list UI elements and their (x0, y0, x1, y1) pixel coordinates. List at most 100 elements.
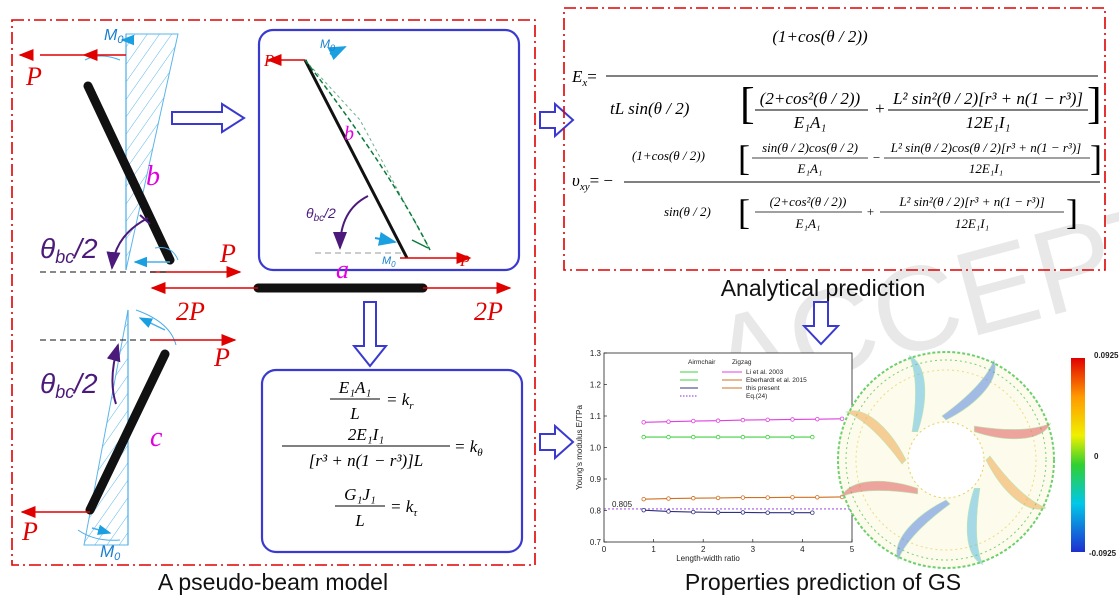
data-point (691, 434, 696, 440)
data-point (691, 509, 696, 515)
svg-text:]: ] (1087, 79, 1102, 128)
y-tick-label: 1.3 (590, 349, 602, 358)
legend-header-zigzag: Zigzag (732, 359, 752, 366)
data-point (666, 419, 671, 424)
inset-force-label-p-right: P (459, 253, 470, 270)
inset-moment-label-top: M0 (320, 37, 335, 53)
nu-num-term2-den: 12E₁I₁ (969, 161, 1003, 176)
nu-den-term1-num: (2+cos²(θ / 2)) (770, 194, 847, 209)
stiffness-eq1-den: L (349, 404, 359, 423)
inset-angle-label: θbc/2 (306, 205, 336, 224)
x-tick-label: 1 (651, 545, 656, 554)
svg-text:+: + (874, 99, 885, 118)
strain-lobe (840, 480, 919, 498)
arrow-to-properties-down (801, 301, 841, 346)
svg-text:[: [ (738, 192, 750, 232)
caption-pseudo-beam-model: A pseudo-beam model (158, 569, 388, 595)
x-tick-label: 2 (701, 545, 706, 554)
svg-text:−: − (872, 150, 881, 165)
data-point (815, 495, 820, 500)
stiffness-eq3-rhs: = kτ (390, 497, 418, 519)
y-tick-label: 0.9 (590, 475, 602, 484)
arrow-to-stiffness (351, 301, 389, 368)
ex-den-term2-den: 12E₁I₁ (966, 113, 1011, 132)
angle-label-top: θbc/2 (40, 233, 98, 267)
data-point (715, 510, 721, 515)
stiffness-eq1-num: E₁A₁ (338, 378, 372, 397)
stiffness-equations: E₁A₁ L = kr 2E₁I₁ [r³ + n(1 − r³)]L = kθ… (282, 378, 483, 530)
data-point (790, 417, 795, 422)
angle-label-bottom: θbc/2 (40, 368, 98, 402)
x-axis-label: Length-width ratio (676, 554, 740, 563)
force-label-p-right-bottom: P (213, 343, 230, 372)
inset-force-label-p-left: P (263, 51, 274, 70)
data-point (740, 495, 746, 500)
strain-lobe (973, 422, 1052, 440)
legend-entry: Eq.(24) (746, 393, 767, 400)
y-tick-label: 0.8 (590, 507, 602, 516)
legend-header-armchair: Airmchair (688, 359, 716, 366)
beam-b (83, 81, 175, 265)
inset-beam-group (266, 46, 472, 264)
stiffness-eq1-rhs: = kr (386, 390, 414, 412)
x-tick-label: 0 (602, 545, 607, 554)
data-point (765, 434, 770, 440)
left-panel-frame (11, 19, 536, 566)
beam-b-group (18, 33, 242, 278)
beam-c (85, 349, 170, 515)
strain-lobe (845, 410, 907, 465)
data-point (810, 510, 815, 515)
data-point (691, 496, 696, 501)
legend-entry: Li et al. 2003 (746, 369, 784, 376)
colorbar-max-label: 0.0925 (1094, 351, 1119, 360)
data-point (666, 496, 671, 501)
data-point (815, 416, 820, 422)
data-point (810, 434, 815, 440)
moment-label-top-left: M0 (104, 27, 124, 46)
data-point (740, 417, 746, 423)
analytical-panel-frame (563, 7, 1106, 271)
moment-label-bottom-left: M0 (100, 542, 121, 563)
strain-lobe (941, 359, 996, 421)
nu-num-term2-num: L² sin(θ / 2)cos(θ / 2)[r³ + n(1 − r³)] (890, 140, 1081, 155)
data-point (715, 495, 721, 501)
beam-c-group (20, 309, 237, 546)
force-label-2p-left: 2P (176, 297, 205, 326)
nu-den-term2-num: L² sin²(θ / 2)[r³ + n(1 − r³)] (898, 194, 1044, 209)
data-point (691, 418, 696, 424)
nu-num-term1-num: sin(θ / 2)cos(θ / 2) (762, 140, 858, 155)
x-tick-label: 5 (850, 545, 855, 554)
data-point (765, 495, 770, 500)
chart-plot-area (603, 352, 853, 543)
data-point (790, 434, 795, 440)
force-label-2p-right: 2P (474, 297, 503, 326)
data-point (790, 510, 795, 515)
data-point (666, 509, 671, 514)
inset-beam-label-b: b (344, 123, 354, 145)
nu-den-term2-den: 12E₁I₁ (955, 216, 989, 231)
beam-label-a: a (336, 255, 349, 284)
stiffness-eq2-rhs: = kθ (454, 437, 483, 459)
arrow-to-properties (539, 423, 575, 461)
data-point (740, 510, 746, 515)
nu-den-term1-den: E₁A₁ (795, 216, 821, 231)
y-tick-label: 1.0 (590, 444, 602, 453)
nu-lhs: υxy= − (572, 171, 613, 193)
beam-label-c: c (150, 422, 163, 453)
data-point (765, 510, 770, 515)
data-point (641, 496, 646, 502)
data-point (839, 416, 845, 422)
svg-text:]: ] (1066, 192, 1078, 232)
strain-lobe (908, 354, 926, 433)
beam-label-b: b (146, 161, 160, 192)
colorbar (1071, 358, 1085, 552)
data-point (740, 434, 746, 440)
nu-num-prefix: (1+cos(θ / 2)) (632, 148, 705, 163)
legend-entry: this present (746, 385, 780, 392)
force-label-p-top-left: P (25, 62, 42, 91)
stiffness-eq3-num: G₁J₁ (344, 485, 376, 504)
y-tick-label: 1.2 (590, 381, 602, 390)
